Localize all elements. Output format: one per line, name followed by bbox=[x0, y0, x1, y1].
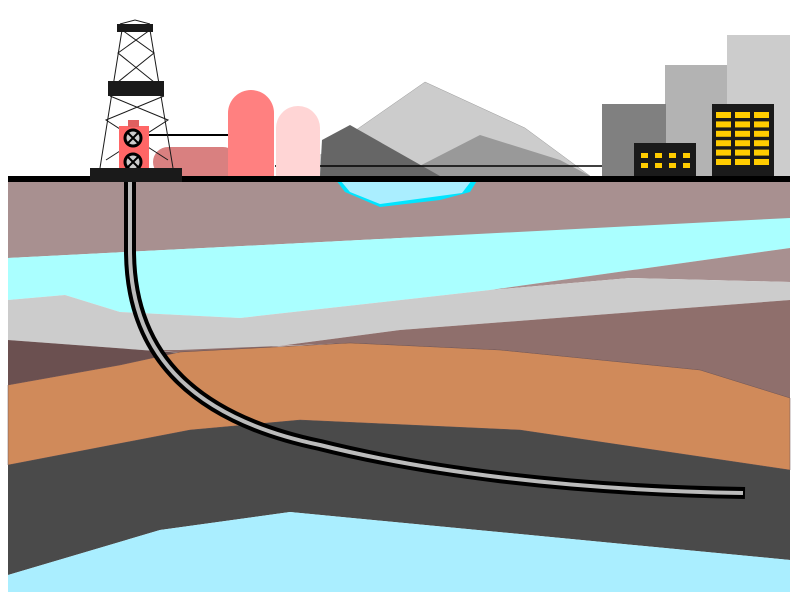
building-window bbox=[716, 112, 731, 118]
storage-tank-icon bbox=[228, 90, 274, 176]
building-window bbox=[716, 130, 731, 137]
building-window bbox=[754, 140, 769, 147]
well-bore-inner bbox=[128, 182, 744, 495]
valve-icon bbox=[123, 152, 143, 172]
storage-tank-icon bbox=[276, 106, 320, 176]
building-window bbox=[735, 149, 750, 156]
layer-limestone bbox=[8, 278, 790, 355]
building-window bbox=[735, 130, 750, 137]
building-window bbox=[669, 163, 676, 168]
building-window bbox=[669, 153, 676, 158]
layer-mauve bbox=[150, 300, 790, 398]
building-window bbox=[754, 130, 769, 137]
building-window bbox=[683, 153, 690, 158]
ground-surface bbox=[8, 176, 790, 182]
building-window bbox=[655, 163, 662, 168]
building-window bbox=[716, 159, 731, 165]
building-window bbox=[754, 121, 769, 128]
building-window bbox=[716, 121, 731, 128]
building-window bbox=[754, 159, 769, 165]
building-window bbox=[754, 112, 769, 118]
building-window bbox=[716, 140, 731, 147]
layer-mid-right bbox=[490, 248, 790, 290]
building-window bbox=[735, 140, 750, 147]
building-window bbox=[754, 149, 769, 156]
building-icon bbox=[634, 143, 696, 176]
mountain-dark bbox=[320, 125, 440, 176]
layer-deepwater bbox=[8, 512, 790, 592]
surface-pond-water bbox=[340, 180, 472, 204]
building-icon bbox=[712, 104, 774, 176]
wellhead-cap bbox=[128, 120, 139, 127]
rig-base bbox=[90, 168, 182, 182]
building-window bbox=[735, 112, 750, 118]
building-window bbox=[683, 163, 690, 168]
layer-topsoil bbox=[8, 182, 790, 258]
derrick-platform bbox=[108, 81, 164, 96]
valve-icon bbox=[123, 128, 143, 148]
derrick-crown bbox=[117, 24, 153, 32]
layer-shale bbox=[8, 420, 790, 575]
building-window bbox=[716, 149, 731, 156]
building-window bbox=[641, 163, 648, 168]
building-window bbox=[641, 153, 648, 158]
building-window bbox=[735, 159, 750, 165]
building-window bbox=[655, 153, 662, 158]
building-window bbox=[735, 121, 750, 128]
layer-aquifer bbox=[8, 218, 790, 318]
